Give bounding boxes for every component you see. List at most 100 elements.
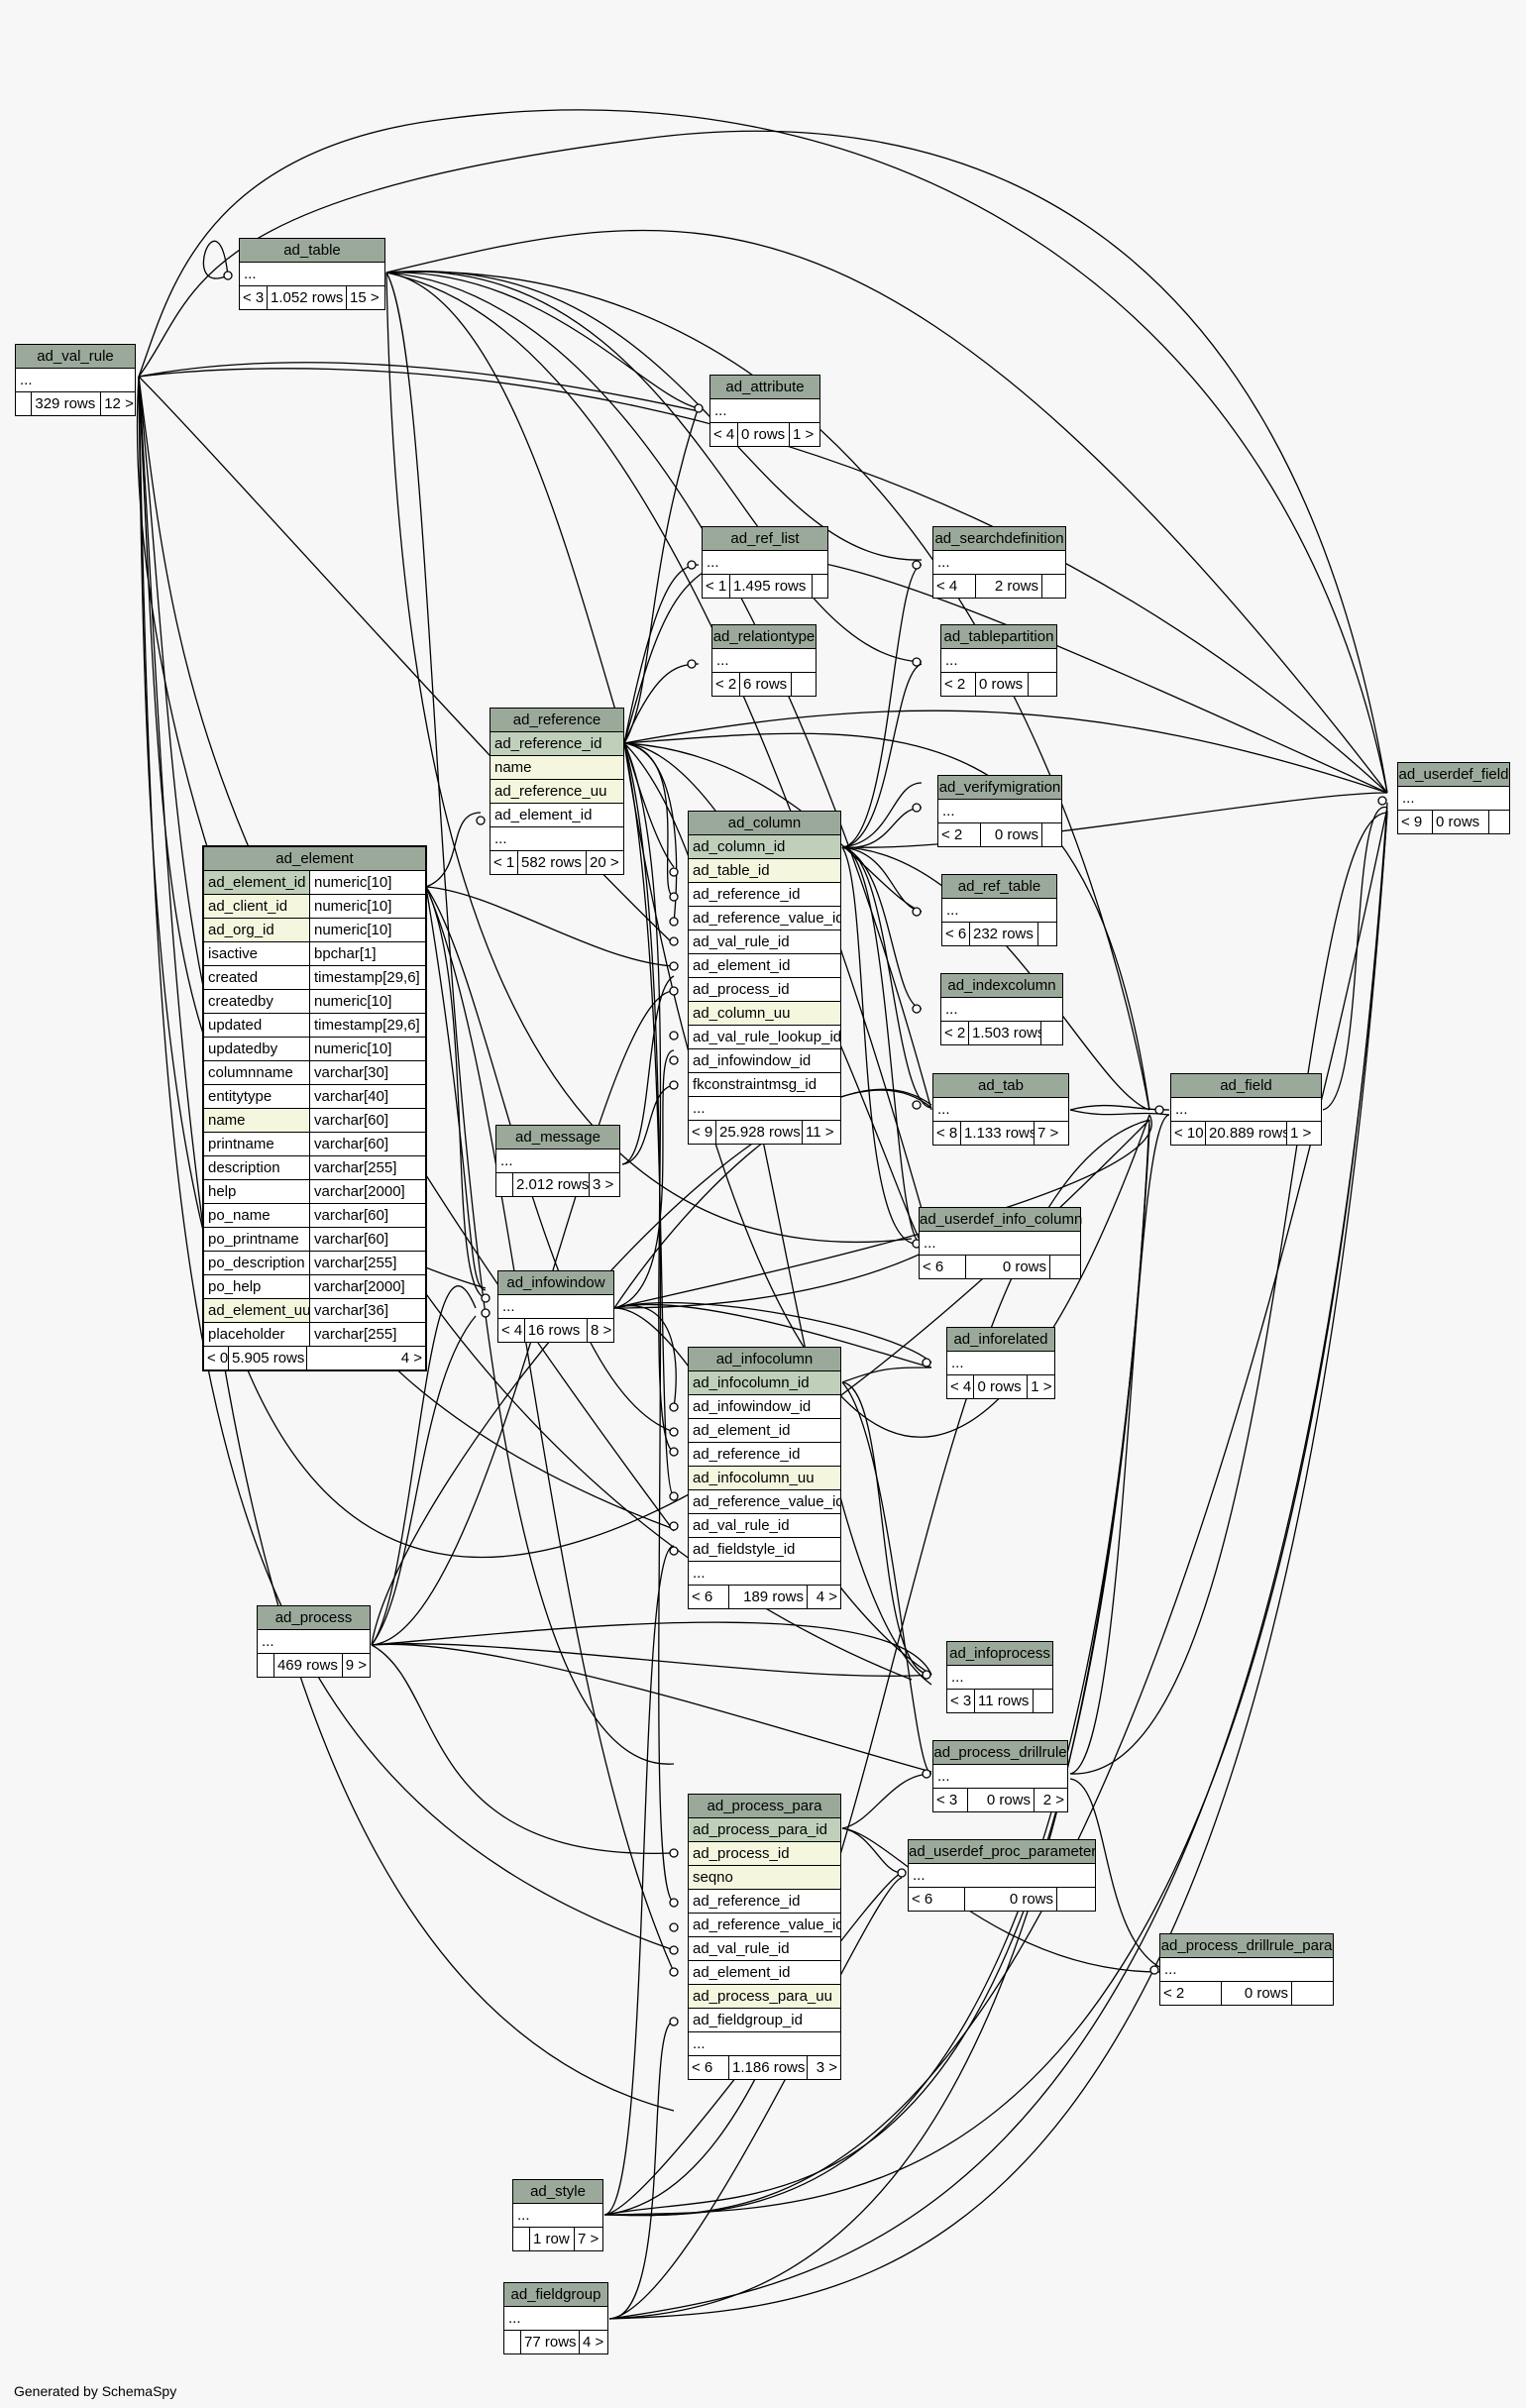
column-type: varchar[36] xyxy=(314,1302,389,1319)
table-ad-process-drillrule-para[interactable]: ad_process_drillrule_para ... < 2 0 rows xyxy=(1159,1933,1334,2006)
table-footer: < 1 1.495 rows xyxy=(702,575,828,599)
table-ellipsis: ... xyxy=(709,399,820,423)
table-ad-verifymigration[interactable]: ad_verifymigration ... < 2 0 rows xyxy=(937,775,1062,847)
table-ellipsis: ... xyxy=(1170,1098,1322,1122)
column-row: seqno xyxy=(688,1866,841,1890)
table-ad-reference[interactable]: ad_reference ad_reference_id name ad_ref… xyxy=(490,708,624,875)
table-footer: < 8 1.133 rows 7 > xyxy=(932,1122,1069,1146)
table-title: ad_reference xyxy=(490,708,624,732)
column-row: ad_infocolumn_id xyxy=(688,1371,841,1395)
table-ellipsis: ... xyxy=(946,1352,1055,1375)
column-row: ad_infowindow_id xyxy=(688,1395,841,1419)
table-footer: < 2 0 rows xyxy=(937,823,1062,847)
table-ellipsis: ... xyxy=(503,2307,608,2331)
column-row: ... xyxy=(688,1097,841,1121)
column-row: ad_reference_uu xyxy=(490,780,624,804)
table-ad-userdef-field[interactable]: ad_userdef_field ... < 9 0 rows xyxy=(1397,762,1510,834)
column-name: ad_element_uu xyxy=(204,1299,310,1322)
column-type: varchar[255] xyxy=(314,1159,397,1176)
table-ad-val-rule[interactable]: ad_val_rule ... 329 rows 12 > xyxy=(15,344,136,416)
table-ad-column[interactable]: ad_column ad_column_id ad_table_id ad_re… xyxy=(688,811,841,1145)
table-title: ad_process_drillrule xyxy=(932,1740,1068,1765)
column-row: ad_element_id xyxy=(688,954,841,978)
column-row: ad_val_rule_id xyxy=(688,930,841,954)
table-ellipsis: ... xyxy=(941,899,1057,923)
column-name: isactive xyxy=(204,942,310,965)
table-title: ad_tab xyxy=(932,1073,1069,1098)
table-title: ad_inforelated xyxy=(946,1327,1055,1352)
table-ellipsis: ... xyxy=(940,998,1063,1022)
column-row: ... xyxy=(490,827,624,851)
column-row: ad_reference_id xyxy=(490,732,624,756)
column-name: updated xyxy=(204,1014,310,1037)
table-ellipsis: ... xyxy=(940,649,1057,673)
table-ellipsis: ... xyxy=(932,1765,1068,1789)
table-footer: 329 rows 12 > xyxy=(15,392,136,416)
table-footer: < 6 0 rows xyxy=(919,1256,1081,1279)
table-ad-userdef-proc-parameter[interactable]: ad_userdef_proc_parameter ... < 6 0 rows xyxy=(908,1839,1096,1912)
table-ad-fieldgroup[interactable]: ad_fieldgroup ... 77 rows 4 > xyxy=(503,2282,608,2354)
table-footer: 469 rows 9 > xyxy=(257,1654,371,1678)
table-ad-tab[interactable]: ad_tab ... < 8 1.133 rows 7 > xyxy=(932,1073,1069,1146)
table-title: ad_fieldgroup xyxy=(503,2282,608,2307)
table-ad-process[interactable]: ad_process ... 469 rows 9 > xyxy=(257,1605,371,1678)
column-row: ad_element_id xyxy=(490,804,624,827)
table-title: ad_relationtype xyxy=(711,624,817,649)
table-footer: < 4 0 rows 1 > xyxy=(709,423,820,447)
column-name: entitytype xyxy=(204,1085,310,1108)
table-footer: < 4 16 rows 8 > xyxy=(497,1319,614,1343)
table-ad-infocolumn[interactable]: ad_infocolumn ad_infocolumn_id ad_infowi… xyxy=(688,1347,841,1609)
table-ad-searchdefinition[interactable]: ad_searchdefinition ... < 4 2 rows xyxy=(932,526,1066,599)
table-ad-process-drillrule[interactable]: ad_process_drillrule ... < 3 0 rows 2 > xyxy=(932,1740,1068,1812)
table-title: ad_val_rule xyxy=(15,344,136,369)
column-type: numeric[10] xyxy=(314,1040,392,1057)
table-footer: < 2 0 rows xyxy=(1159,1982,1334,2006)
table-title: ad_ref_table xyxy=(941,874,1057,899)
table-title: ad_process_para xyxy=(688,1794,841,1818)
table-footer: < 10 20.889 rows 1 > xyxy=(1170,1122,1322,1146)
table-footer: < 4 0 rows 1 > xyxy=(946,1375,1055,1399)
column-type: numeric[10] xyxy=(314,874,392,891)
table-title: ad_message xyxy=(495,1125,620,1149)
table-ad-tablepartition[interactable]: ad_tablepartition ... < 2 0 rows xyxy=(940,624,1057,697)
table-ad-infowindow[interactable]: ad_infowindow ... < 4 16 rows 8 > xyxy=(497,1270,614,1343)
table-title: ad_userdef_proc_parameter xyxy=(908,1839,1096,1864)
table-ad-attribute[interactable]: ad_attribute ... < 4 0 rows 1 > xyxy=(709,375,820,447)
column-name: printname xyxy=(204,1133,310,1155)
table-title: ad_infocolumn xyxy=(688,1347,841,1371)
table-ad-process-para[interactable]: ad_process_para ad_process_para_id ad_pr… xyxy=(688,1794,841,2080)
table-ad-ref-table[interactable]: ad_ref_table ... < 6 232 rows xyxy=(941,874,1057,946)
column-type: varchar[255] xyxy=(314,1326,397,1343)
column-row: ad_reference_id xyxy=(688,1443,841,1467)
table-ad-inforelated[interactable]: ad_inforelated ... < 4 0 rows 1 > xyxy=(946,1327,1055,1399)
table-ad-ref-list[interactable]: ad_ref_list ... < 1 1.495 rows xyxy=(702,526,828,599)
table-ad-message[interactable]: ad_message ... 2.012 rows 3 > xyxy=(495,1125,620,1197)
table-ad-userdef-info-column[interactable]: ad_userdef_info_column ... < 6 0 rows xyxy=(919,1207,1082,1279)
column-row: ad_element_id xyxy=(688,1419,841,1443)
table-ad-style[interactable]: ad_style ... 1 row 7 > xyxy=(512,2179,603,2251)
table-ellipsis: ... xyxy=(702,551,828,575)
table-ad-field[interactable]: ad_field ... < 10 20.889 rows 1 > xyxy=(1170,1073,1322,1146)
table-ellipsis: ... xyxy=(946,1666,1053,1690)
table-footer: < 2 0 rows xyxy=(940,673,1057,697)
column-name: columnname xyxy=(204,1061,310,1084)
column-type: varchar[2000] xyxy=(314,1278,405,1295)
table-title: ad_indexcolumn xyxy=(940,973,1063,998)
table-ad-relationtype[interactable]: ad_relationtype ... < 2 6 rows xyxy=(711,624,817,697)
table-title: ad_process_drillrule_para xyxy=(1159,1933,1334,1958)
table-ad-infoprocess[interactable]: ad_infoprocess ... < 3 11 rows xyxy=(946,1641,1053,1713)
column-type: timestamp[29,6] xyxy=(314,1017,420,1034)
table-ad-indexcolumn[interactable]: ad_indexcolumn ... < 2 1.503 rows xyxy=(940,973,1063,1045)
column-row: ad_column_uu xyxy=(688,1002,841,1026)
table-ad-table[interactable]: ad_table ... < 3 1.052 rows 15 > xyxy=(239,238,385,310)
